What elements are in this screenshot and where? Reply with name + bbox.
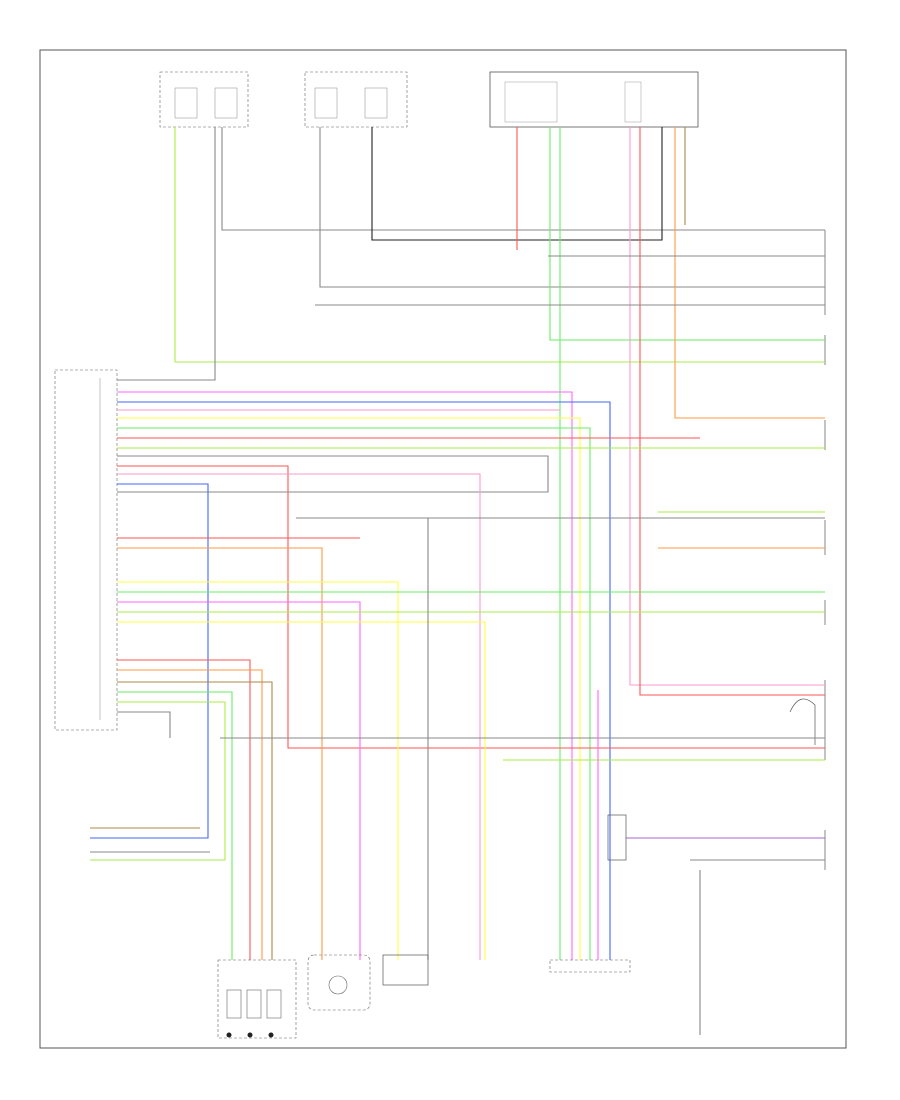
engine-control-module	[54, 369, 118, 731]
wire-red	[117, 659, 251, 960]
wire-yellow	[117, 581, 399, 960]
wire-yellow-green	[174, 127, 825, 363]
wire-yellow	[117, 621, 486, 960]
wire-orange	[117, 669, 263, 960]
wire-pink	[629, 127, 825, 686]
wire-red	[639, 127, 825, 696]
fuse-box-left	[159, 71, 249, 128]
wire-blue	[90, 483, 209, 839]
ground-terminals	[226, 1032, 274, 1038]
throttle-sensor	[382, 954, 429, 986]
wire-gray	[117, 127, 216, 381]
wire-gray	[319, 127, 825, 288]
wire-magenta	[117, 391, 573, 960]
wire-blue	[117, 401, 611, 960]
wire-layer	[90, 127, 825, 1035]
fuse-box-middle	[304, 71, 408, 128]
diagram-border	[39, 49, 847, 1049]
wire-yellow-green	[90, 701, 226, 861]
solenoid-pack	[217, 959, 297, 1039]
wire-brown	[117, 681, 273, 960]
wire-pink	[117, 473, 481, 960]
wire-yellow	[117, 417, 581, 960]
wire-green	[117, 691, 233, 960]
wire-red	[117, 465, 825, 749]
wire-gray	[117, 455, 549, 493]
wire-gray	[117, 711, 171, 738]
speed-sensor	[307, 954, 371, 1011]
switch-group-right	[789, 230, 826, 870]
junction-block-top-right	[489, 71, 699, 128]
wire-green	[549, 127, 825, 341]
wire-green	[117, 427, 591, 960]
wire-magenta	[117, 601, 361, 960]
ground-connector	[549, 959, 631, 973]
fuse-element-lower	[607, 814, 627, 861]
wire-orange	[117, 547, 323, 960]
wire-orange	[674, 127, 825, 419]
wire-gray	[221, 127, 825, 231]
